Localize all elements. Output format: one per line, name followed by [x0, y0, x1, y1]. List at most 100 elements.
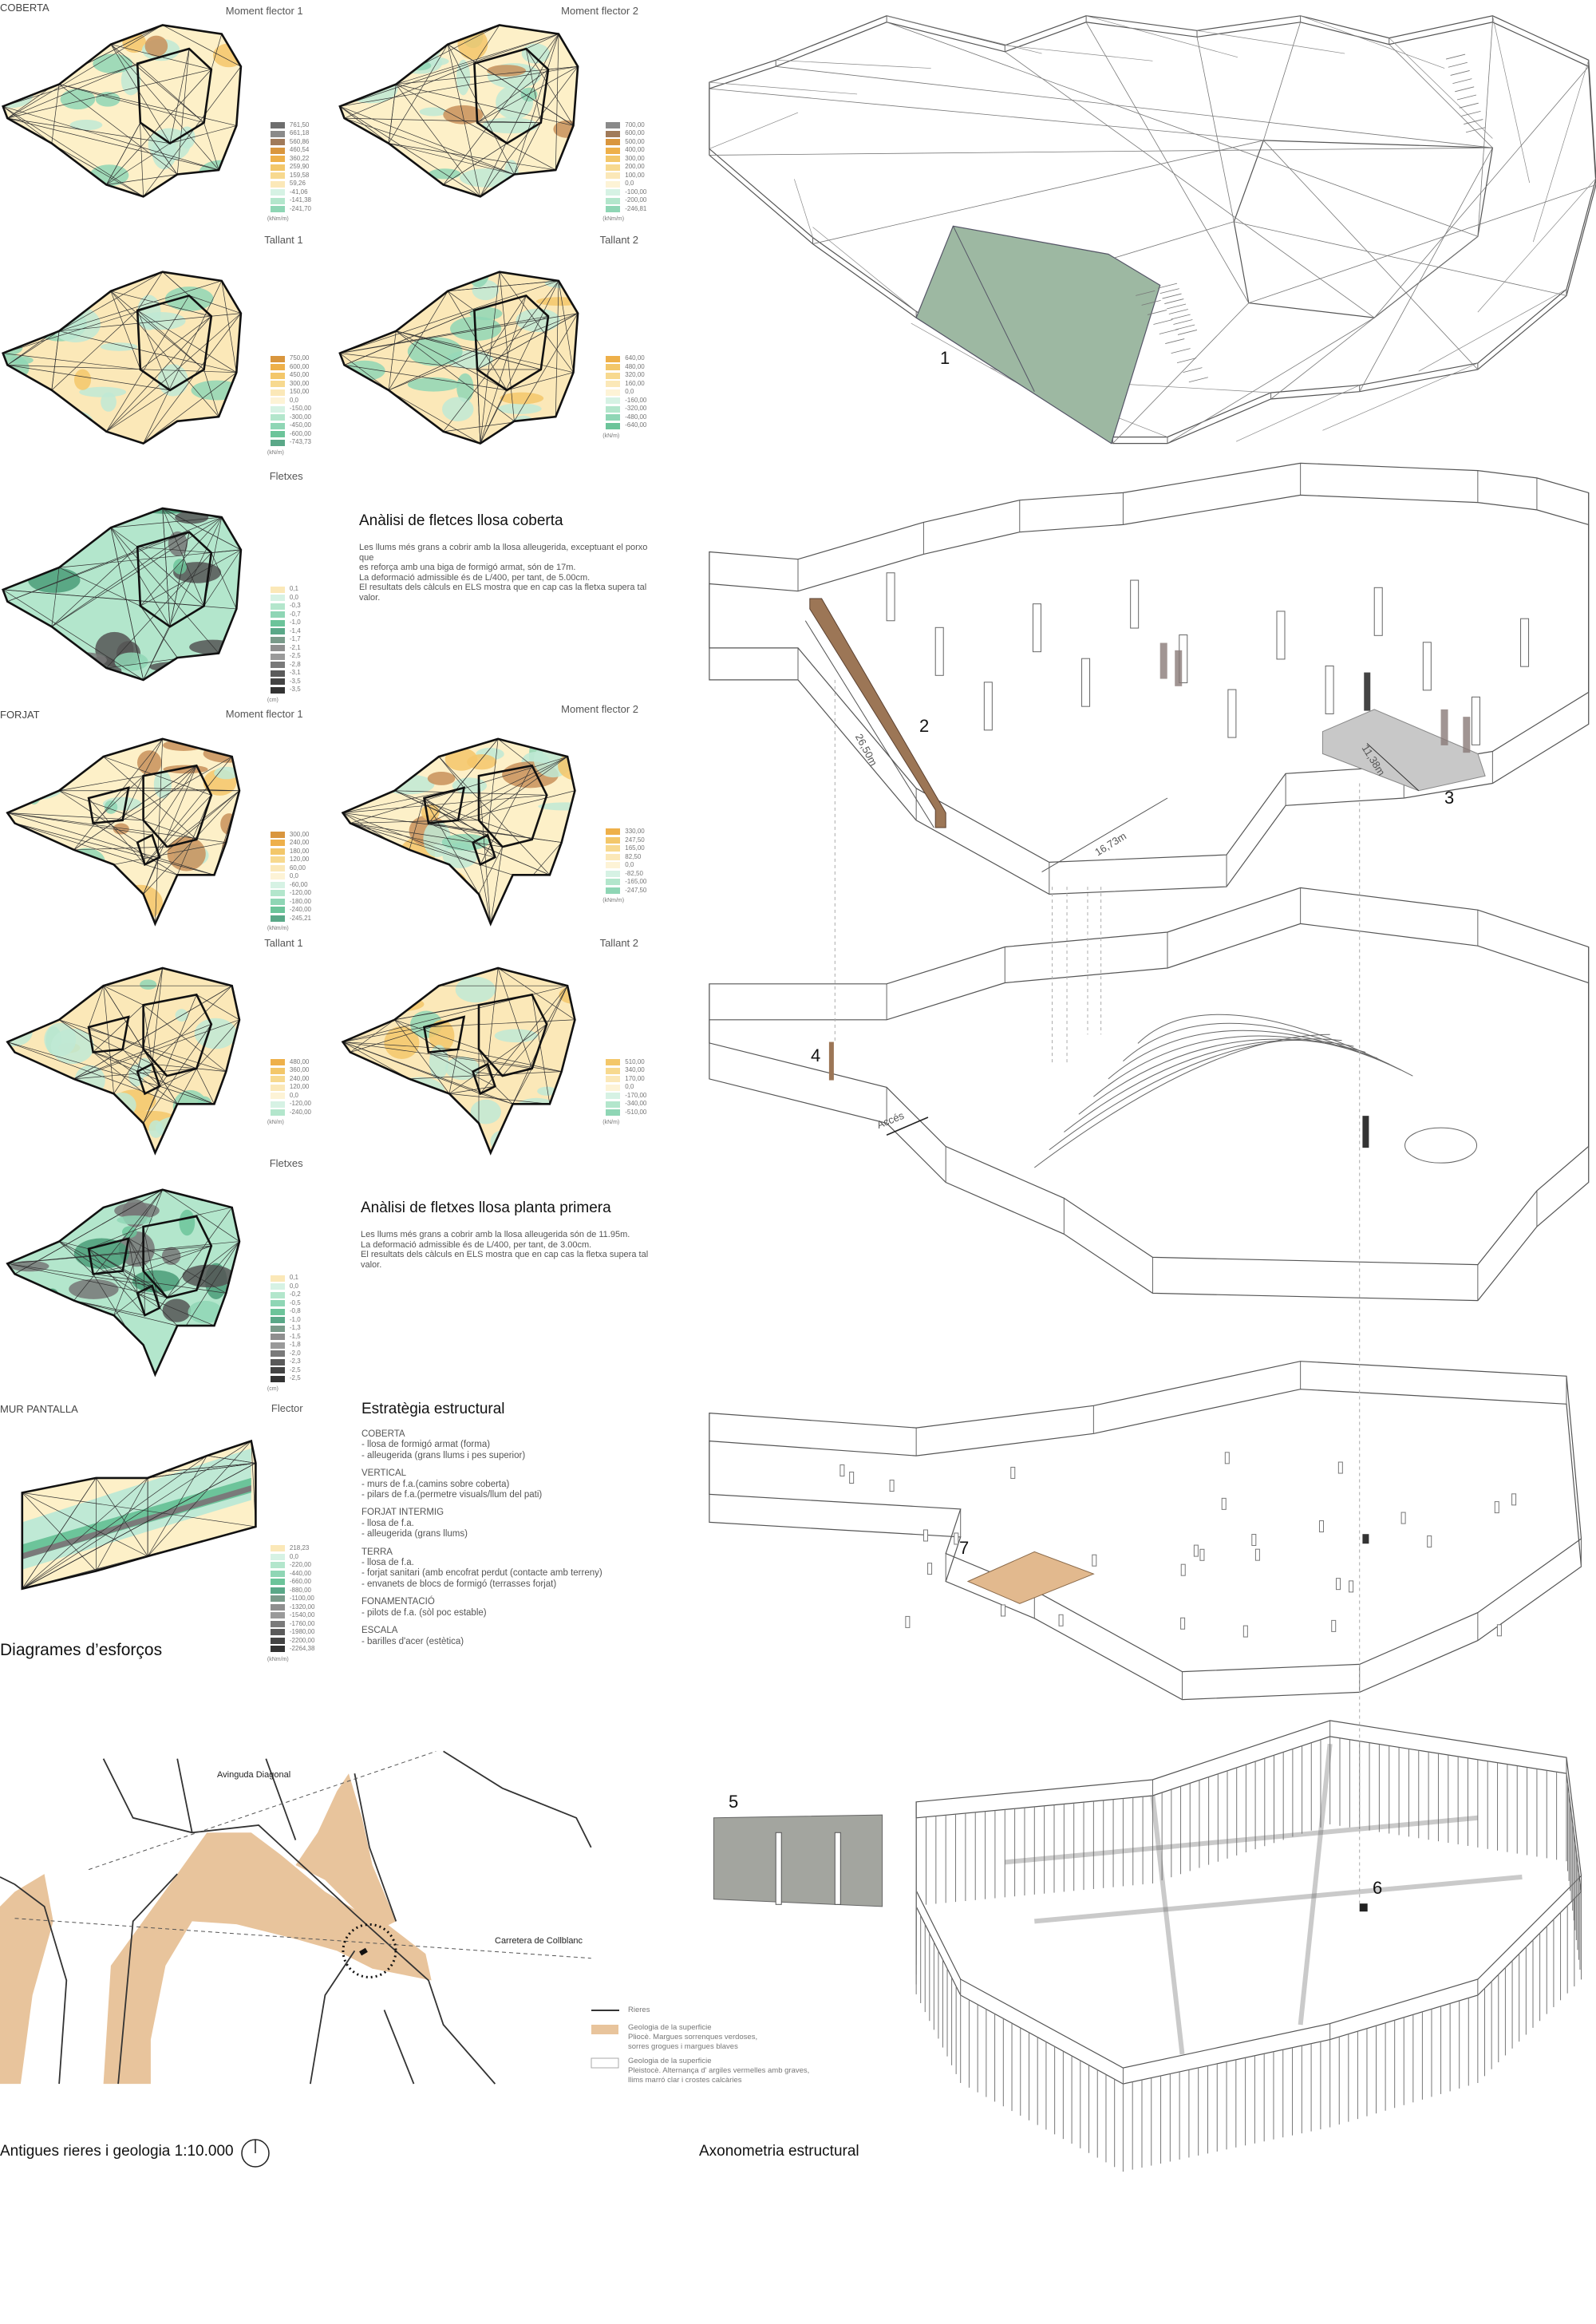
mesh-line — [128, 1238, 138, 1294]
mesh-line — [350, 1019, 395, 1053]
legend-row: 0,0 — [270, 397, 311, 405]
legend-unit: (kN/m) — [267, 1120, 284, 1126]
legend-value: -2200,00 — [289, 1636, 315, 1644]
legend-row: -180,00 — [270, 898, 311, 907]
legend-row: -100,00 — [606, 188, 646, 197]
pile-cap — [1001, 1604, 1006, 1617]
mesh-line — [514, 122, 542, 175]
stress-zone — [136, 750, 162, 775]
legend-value: 320,00 — [625, 371, 645, 379]
mesh-line — [2, 106, 53, 144]
strategy-group: COBERTA- llosa de formigó armat (forma)-… — [361, 1429, 681, 1461]
legend-value: -220,00 — [289, 1561, 312, 1569]
legend-swatch — [606, 156, 621, 163]
legend-row: 59,26 — [270, 180, 311, 188]
mesh-line — [344, 365, 508, 391]
mesh-line — [58, 84, 204, 124]
mesh-line — [110, 44, 204, 123]
legend-value: 200,00 — [625, 163, 645, 171]
roof-fold-line — [709, 88, 1264, 141]
legend-value: -1,7 — [289, 635, 301, 643]
mesh-line — [514, 313, 579, 421]
legend-swatch — [606, 372, 621, 379]
mesh-line — [93, 823, 178, 875]
roof-fold-line — [776, 65, 1493, 148]
legend-row: 0,0 — [270, 1092, 311, 1101]
legend-value: 600,00 — [625, 129, 645, 137]
mesh-line — [472, 1071, 503, 1077]
legend-swatch — [606, 389, 621, 396]
legend-value: 0,0 — [625, 388, 634, 396]
legend-value: -82,50 — [625, 869, 643, 877]
stair-step — [1448, 61, 1468, 68]
pillar — [1032, 603, 1041, 653]
mesh-line — [58, 271, 163, 332]
legend-row: 180,00 — [270, 848, 311, 856]
legend-swatch — [606, 1101, 621, 1108]
mesh-line — [140, 516, 223, 607]
legend-value: 510,00 — [625, 1057, 645, 1065]
stress-zone — [18, 995, 67, 1006]
stair-step — [1459, 102, 1479, 109]
legend-swatch — [270, 189, 285, 196]
slab-outline — [2, 271, 243, 445]
mesh-line — [196, 1068, 215, 1105]
legend-swatch — [270, 1067, 285, 1074]
legend-swatch — [606, 405, 621, 413]
legend-swatch — [270, 628, 285, 635]
legend-value: -240,00 — [289, 1108, 312, 1116]
roof-fold-line — [1196, 37, 1235, 222]
mesh-line — [144, 795, 212, 865]
dimension-line — [1041, 797, 1168, 873]
mesh-line — [166, 1207, 233, 1298]
legend-value: 340,00 — [625, 1066, 645, 1074]
legend-row: 560,86 — [270, 138, 311, 147]
mesh-line — [428, 1052, 496, 1087]
access-arrow-icon — [886, 1117, 929, 1136]
legend-value: 82,50 — [625, 852, 642, 860]
mesh-line — [350, 823, 503, 848]
mesh-line — [58, 1241, 160, 1309]
mesh-line — [140, 316, 212, 370]
pillar — [1227, 689, 1237, 738]
mesh-line — [110, 528, 144, 680]
stress-zone — [180, 424, 203, 441]
legend-value: -1,3 — [289, 1324, 301, 1332]
legend-swatch — [270, 130, 285, 137]
stress-zone — [73, 1238, 129, 1269]
stress-zone — [214, 766, 239, 780]
legend-swatch — [606, 887, 621, 894]
plot-label: Tallant 1 — [264, 233, 303, 246]
mesh-line — [113, 1285, 152, 1316]
legend-swatch — [270, 678, 285, 686]
stress-zone — [429, 1045, 449, 1080]
stress-zone — [364, 903, 399, 923]
legend-unit: (kNm/m) — [602, 898, 625, 904]
fem-plot-8 — [6, 966, 241, 1156]
legend-row: -241,70 — [270, 205, 311, 214]
legend-value: -600,00 — [289, 429, 312, 437]
slab-outline — [6, 966, 241, 1156]
stress-zone — [177, 175, 203, 184]
legend-row: -2,5 — [270, 1374, 301, 1383]
stress-zone — [444, 747, 478, 771]
legend-line: Pleistocè. Alternança d' argiles vermell… — [628, 2066, 810, 2075]
strategy-item: - pilars de f.a.(permetre visuals/llum d… — [361, 1490, 543, 1500]
stair-step — [1164, 298, 1184, 304]
mesh-line — [448, 1085, 496, 1094]
mesh-line — [93, 1005, 144, 1053]
roof-fold-line — [1005, 45, 1153, 61]
legend-value: -1,0 — [289, 1315, 301, 1323]
mesh-line — [88, 1248, 145, 1316]
mesh-line — [143, 765, 197, 895]
mesh-line — [7, 516, 222, 603]
stress-zone — [2, 271, 13, 281]
mesh-line — [499, 271, 574, 373]
legend-value: -2,5 — [289, 1374, 301, 1382]
mesh-line — [162, 508, 204, 607]
legend-swatch — [270, 1367, 285, 1374]
stress-zone — [140, 979, 157, 990]
stress-zone — [2, 520, 28, 551]
legend-row: -170,00 — [606, 1092, 646, 1101]
river-line — [117, 1873, 178, 2085]
